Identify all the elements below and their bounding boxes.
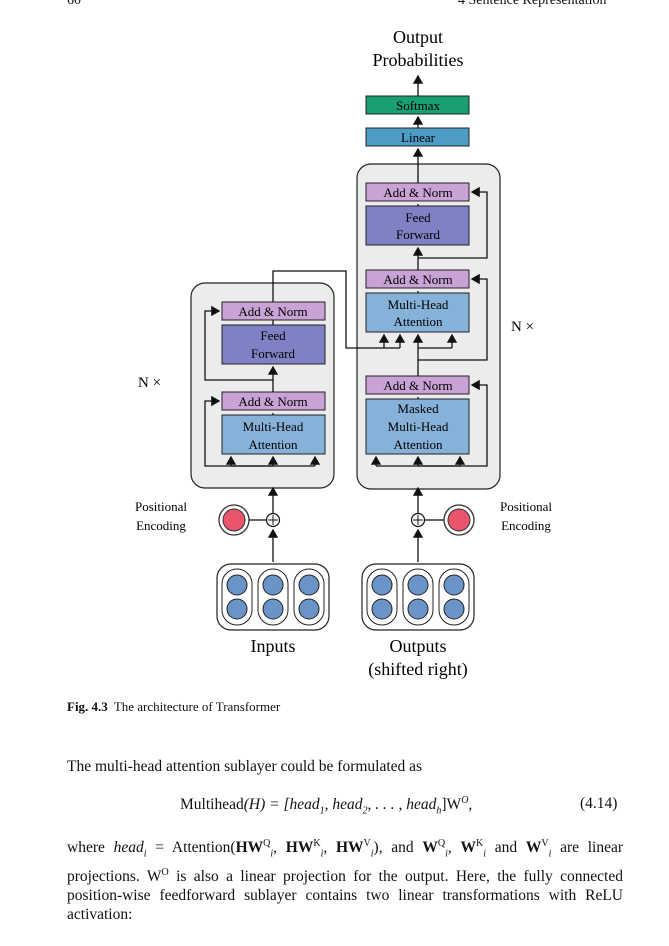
decoder-nx-label: N ×	[511, 319, 534, 335]
where-paragraph: where headi = Attention(HWQi, HWKi, HWVi…	[67, 838, 624, 924]
dec-add-norm-2-label: Add & Norm	[383, 272, 452, 287]
inputs-label: Inputs	[251, 636, 296, 656]
pos-enc-right-2: Encoding	[501, 518, 551, 533]
caption-text: The architecture of Transformer	[113, 699, 281, 714]
transformer-figure: Output Probabilities Softmax Linear Add …	[135, 27, 552, 680]
dec-mha-label-2: Attention	[393, 314, 443, 329]
caption-label: Fig. 4.3	[67, 699, 108, 714]
enc-ff-label-2: Forward	[251, 346, 296, 361]
dec-add-norm-1-label: Add & Norm	[383, 378, 452, 393]
softmax-label: Softmax	[396, 98, 441, 113]
equation-number: (4.14)	[580, 795, 618, 812]
enc-ff-label-1: Feed	[260, 328, 286, 343]
output-label-2: Probabilities	[373, 50, 464, 70]
inputs-tokens	[221, 568, 325, 626]
dec-multi-head-attention	[365, 292, 470, 333]
equation: Multihead(H) = [head1, head2, . . . , he…	[180, 795, 473, 817]
outputs-tokens	[366, 568, 470, 626]
dec-mha-label-1: Multi-Head	[388, 297, 449, 312]
encoder-nx-label: N ×	[138, 375, 161, 391]
intro-paragraph: The multi-head attention sublayer could …	[67, 758, 423, 775]
enc-mha-label-1: Multi-Head	[243, 419, 304, 434]
dec-ff-label-2: Forward	[396, 227, 441, 242]
dec-add-norm-3-label: Add & Norm	[383, 185, 452, 200]
enc-add-norm-1-label: Add & Norm	[238, 394, 307, 409]
enc-mha-label-2: Attention	[248, 437, 298, 452]
dec-masked-label-2: Multi-Head	[388, 419, 449, 434]
enc-add-norm-2-label: Add & Norm	[238, 304, 307, 319]
pos-enc-left-2: Encoding	[136, 518, 186, 533]
outputs-label-1: Outputs	[389, 636, 446, 656]
output-label-1: Output	[393, 27, 443, 47]
dec-feed-forward	[365, 205, 470, 246]
pos-enc-right-1: Positional	[500, 499, 552, 514]
dec-ff-label-1: Feed	[405, 210, 431, 225]
enc-feed-forward	[221, 324, 326, 365]
figure-caption: Fig. 4.3 The architecture of Transformer	[67, 699, 280, 715]
running-title: 4 Sentence Representation	[458, 0, 607, 8]
outputs-label-2: (shifted right)	[368, 659, 467, 680]
dec-masked-attention	[365, 398, 470, 455]
dec-add-norm-3	[365, 182, 470, 202]
dec-masked-label-3: Attention	[393, 437, 443, 452]
page-number: 60	[67, 0, 81, 8]
enc-add-norm-2	[221, 301, 326, 321]
dec-masked-label-1: Masked	[397, 401, 439, 416]
linear-label: Linear	[401, 130, 436, 145]
pos-enc-left-1: Positional	[135, 499, 187, 514]
